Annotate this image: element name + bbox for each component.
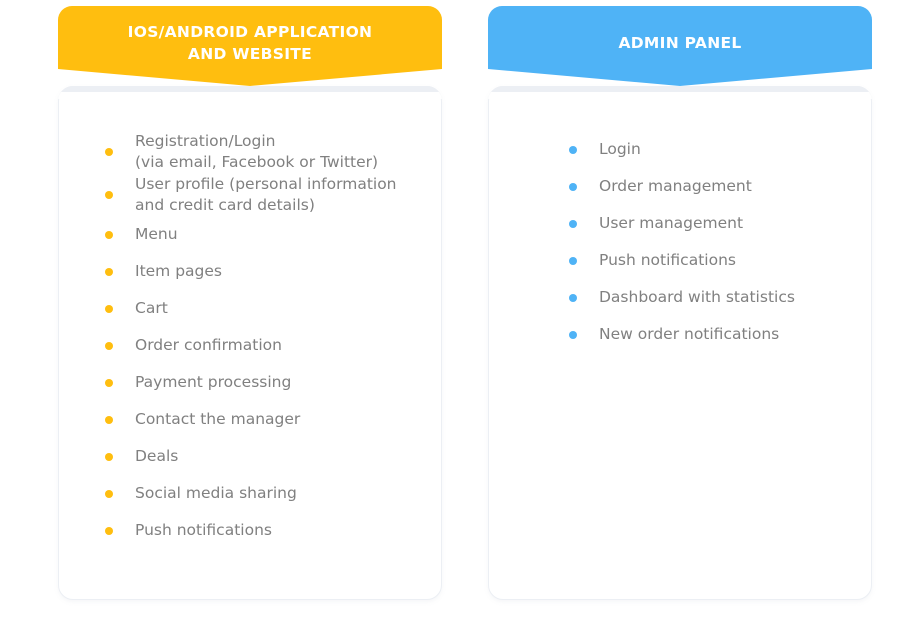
bullet-icon — [569, 182, 577, 191]
list-item-label: Deals — [135, 447, 179, 466]
list-item-label: Payment processing — [135, 373, 292, 392]
list-item: Deals — [97, 439, 419, 476]
card-header-admin-panel: ADMIN PANEL — [488, 6, 872, 104]
list-item-label: Menu — [135, 225, 178, 244]
feature-list-ios-android: Registration/Login (via email, Facebook … — [59, 131, 441, 550]
card-header-ios-android: IOS/ANDROID APPLICATION AND WEBSITE — [58, 6, 442, 104]
list-item-label: Push notifications — [135, 521, 272, 540]
bullet-icon — [569, 293, 577, 302]
header-banner-shape — [58, 6, 442, 86]
list-item: Cart — [97, 291, 419, 328]
bullet-icon — [105, 490, 113, 498]
card-title: ADMIN PANEL — [618, 34, 742, 52]
bullet-icon — [105, 527, 113, 535]
bullet-icon — [105, 342, 113, 350]
list-item-label: User management — [599, 213, 744, 232]
header-banner-shape — [488, 6, 872, 86]
bullet-icon — [569, 256, 577, 265]
bullet-icon — [105, 191, 113, 200]
bullet-icon — [569, 330, 577, 339]
list-item: Registration/Login (via email, Facebook … — [97, 131, 419, 174]
list-item-label: Push notifications — [599, 250, 736, 269]
list-item: Item pages — [97, 254, 419, 291]
list-item-label: Cart — [135, 299, 168, 318]
list-item-label: User profile (personal information and c… — [135, 174, 397, 215]
list-item: New order notifications — [561, 316, 849, 353]
bullet-icon — [105, 416, 113, 424]
list-item-label: Dashboard with statistics — [599, 287, 795, 306]
list-item: Order confirmation — [97, 328, 419, 365]
bullet-icon — [105, 268, 113, 276]
list-item-label: New order notifications — [599, 324, 780, 343]
bullet-icon — [569, 219, 577, 228]
feature-list-admin-panel: Login Order management User management P… — [489, 131, 871, 353]
list-item-label: Item pages — [135, 262, 222, 281]
list-item-label: Registration/Login (via email, Facebook … — [135, 132, 379, 172]
list-item: Social media sharing — [97, 476, 419, 513]
list-item-label: Social media sharing — [135, 484, 297, 503]
list-item: Payment processing — [97, 365, 419, 402]
bullet-icon — [105, 379, 113, 387]
bullet-icon — [105, 231, 113, 239]
list-item-label: Login — [599, 139, 641, 158]
list-item: Order management — [561, 168, 849, 205]
bullet-icon — [105, 453, 113, 461]
list-item: Push notifications — [97, 513, 419, 550]
bullet-icon — [105, 148, 113, 157]
bullet-icon — [569, 145, 577, 154]
list-item: Push notifications — [561, 242, 849, 279]
list-item-label: Contact the manager — [135, 410, 301, 429]
card-ios-android-application-and-website: Registration/Login (via email, Facebook … — [58, 86, 442, 600]
list-item: Dashboard with statistics — [561, 279, 849, 316]
list-item: Login — [561, 131, 849, 168]
list-item-label: Order confirmation — [135, 336, 282, 355]
card-admin-panel: Login Order management User management P… — [488, 86, 872, 600]
list-item: User profile (personal information and c… — [97, 174, 419, 217]
list-item-label: Order management — [599, 176, 752, 195]
card-title: IOS/ANDROID APPLICATION AND WEBSITE — [127, 23, 373, 63]
list-item: Contact the manager — [97, 402, 419, 439]
bullet-icon — [105, 305, 113, 313]
list-item: Menu — [97, 217, 419, 254]
list-item: User management — [561, 205, 849, 242]
